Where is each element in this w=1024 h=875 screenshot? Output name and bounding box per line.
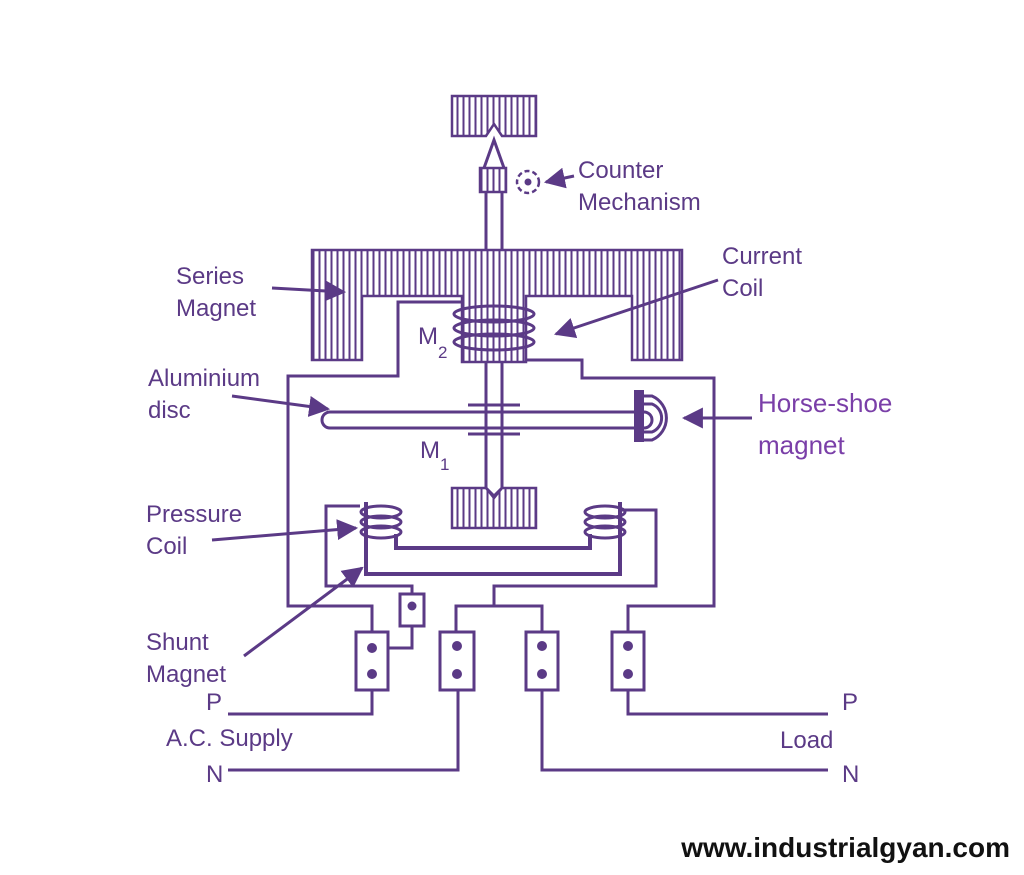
label-series: Series [176,263,244,290]
label-supply-p: P [206,689,222,716]
terminal-load-neutral [524,630,560,692]
label-load-n: N [842,761,859,788]
horse-shoe-magnet [634,390,668,442]
label-mechanism: Mechanism [578,189,701,216]
current-coil [452,304,536,352]
label-pressure: Pressure [146,501,242,528]
terminal-load-phase [610,630,646,692]
label-shunt-magnet: Magnet [146,661,226,688]
watermark: www.industrialgyan.com [681,832,1010,863]
shunt-link-terminal [398,592,426,628]
pressure-coil-right [583,504,627,540]
counter-mechanism-symbol [515,169,541,195]
counter-gear-block [450,94,538,138]
label-load-p: P [842,689,858,716]
label-series-magnet: Magnet [176,295,256,322]
label-current-coil: Coil [722,275,763,302]
label-disc: disc [148,397,191,424]
aluminium-disc [320,403,654,436]
label-m1: M1 [420,437,449,474]
pressure-coil-left [359,504,403,540]
label-horse-shoe-magnet: magnet [758,430,845,460]
label-current: Current [722,243,802,270]
label-shunt: Shunt [146,629,209,656]
label-supply-n: N [206,761,223,788]
pointer-arrows [211,167,752,658]
label-load: Load [780,727,833,754]
label-horse-shoe: Horse-shoe [758,388,892,418]
label-ac-supply: A.C. Supply [166,725,293,752]
terminal-supply-phase [354,630,390,692]
lower-bearing-block [450,486,538,530]
terminal-supply-neutral [438,630,476,692]
label-counter: Counter [578,157,663,184]
label-aluminium: Aluminium [148,365,260,392]
label-m2: M2 [418,323,447,362]
label-pressure-coil: Coil [146,533,187,560]
wiring [228,300,828,772]
shunt-magnet [364,502,622,576]
